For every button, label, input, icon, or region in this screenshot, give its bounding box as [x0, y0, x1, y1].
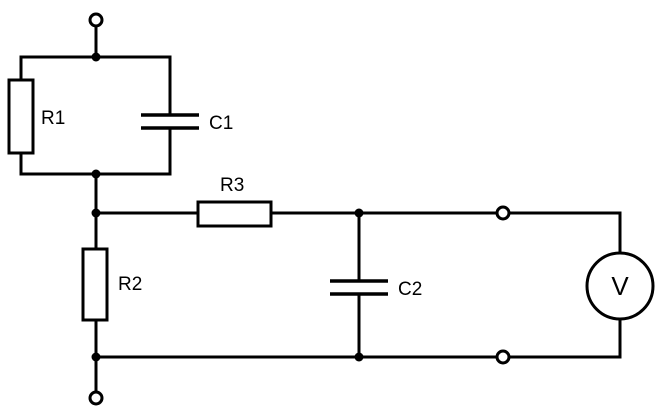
resistor-r2	[81, 247, 109, 322]
c2-label: C2	[398, 279, 422, 300]
resistor-r1	[7, 78, 35, 155]
c1-label: C1	[209, 113, 233, 134]
r1-label: R1	[41, 108, 65, 129]
capacitor-c1	[141, 113, 199, 130]
voltmeter	[585, 251, 655, 321]
voltmeter-wires	[507, 211, 622, 359]
top-terminal	[88, 12, 104, 59]
wire-bottom-line	[94, 352, 499, 362]
r3-label: R3	[220, 175, 244, 196]
r2-label: R2	[118, 274, 142, 295]
output-terminal-top	[495, 205, 511, 221]
resistor-r3	[196, 200, 273, 228]
bottom-terminal	[88, 318, 104, 406]
wire-top-line	[94, 208, 499, 218]
capacitor-c2	[330, 211, 388, 359]
output-terminal-bottom	[495, 349, 511, 365]
voltmeter-label: V	[611, 271, 629, 301]
